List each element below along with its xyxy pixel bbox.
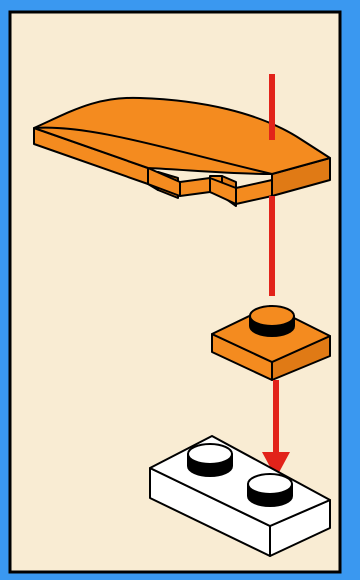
curved-slope-wedge — [33, 96, 331, 207]
plate-1x2 — [149, 435, 331, 557]
arrow-plate-to-base — [262, 380, 290, 478]
plate-1x1-round-stud — [211, 305, 331, 381]
